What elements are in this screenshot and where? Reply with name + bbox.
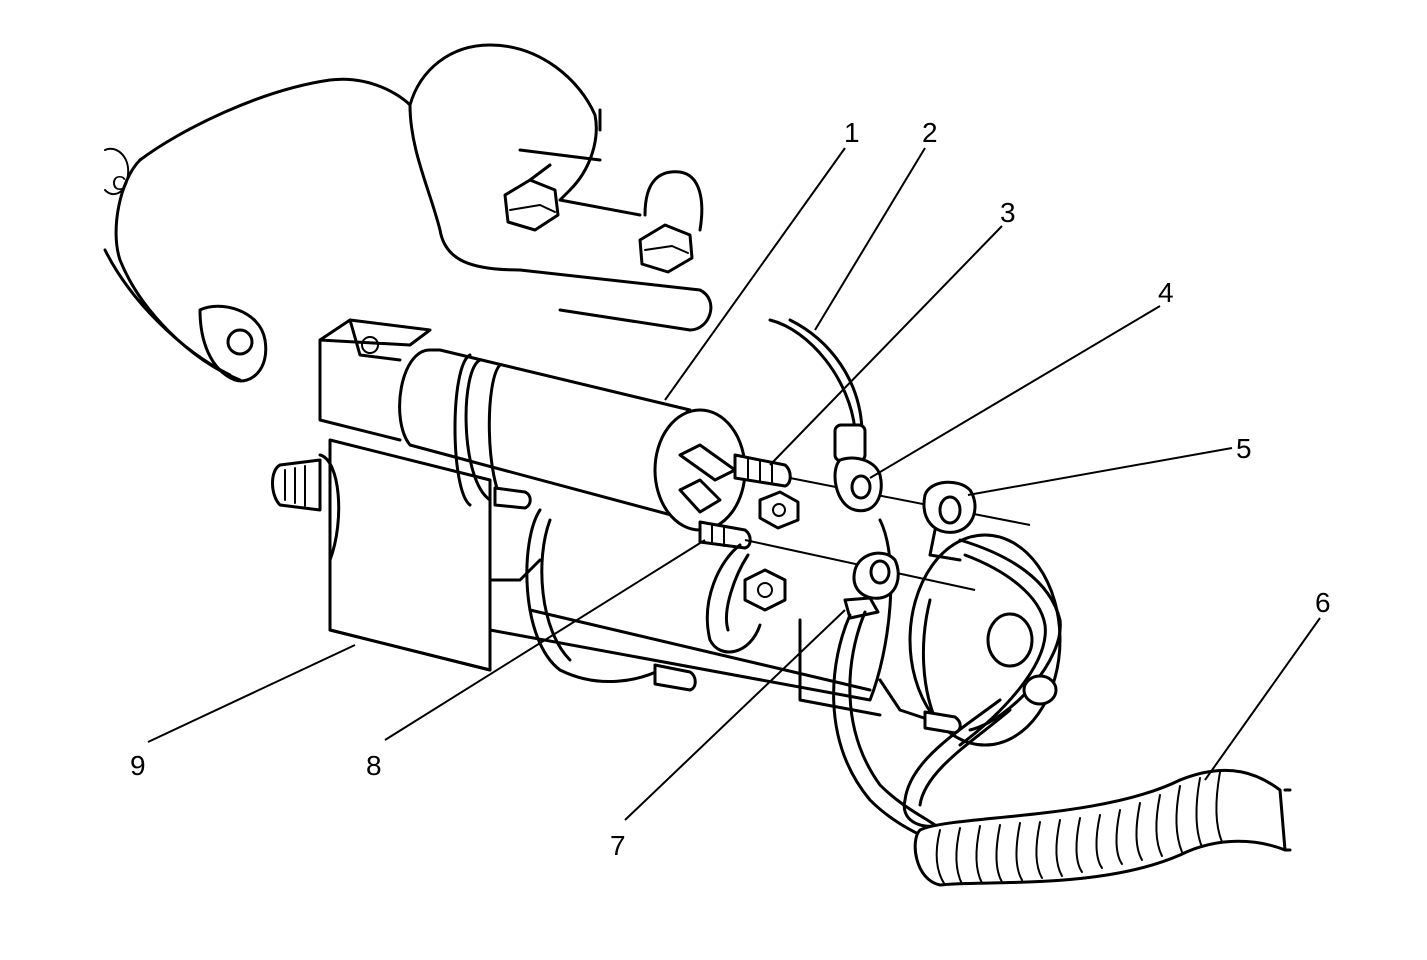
solenoid-strap	[705, 543, 787, 654]
callout-4: 4	[1158, 277, 1174, 308]
leader-8	[384, 539, 706, 741]
callout-6: 6	[1315, 587, 1331, 618]
cable-terminal-ring	[833, 456, 883, 513]
starter-solenoid	[398, 348, 747, 532]
exhaust-manifold: C	[103, 43, 713, 383]
manifold-bolt-left	[503, 163, 560, 232]
starter-motor-body	[488, 498, 1062, 747]
leader-1	[664, 147, 846, 401]
harness-ring-terminal-small	[832, 551, 937, 842]
solenoid-nut	[758, 490, 800, 530]
callout-9: 9	[130, 750, 146, 781]
leader-9	[147, 644, 356, 743]
callout-3: 3	[1000, 197, 1016, 228]
leader-2	[814, 147, 926, 331]
leader-5	[967, 447, 1233, 496]
wiring-harness-loom	[913, 768, 1292, 887]
leader-6	[1204, 617, 1321, 781]
callout-labels: 1 2 3 4 5 6 7 8 9	[130, 117, 1331, 861]
callout-1: 1	[844, 117, 860, 148]
harness-wire	[902, 674, 1058, 828]
callout-5: 5	[1236, 433, 1252, 464]
leader-3	[769, 225, 1003, 466]
callout-7: 7	[610, 830, 626, 861]
leader-4	[869, 305, 1161, 479]
battery-positive-cable	[768, 318, 867, 463]
leader-7	[624, 609, 846, 821]
starter-mounting-stud	[271, 453, 341, 562]
starter-mounting-bracket	[318, 318, 492, 672]
manifold-bolt-right	[638, 170, 704, 274]
harness-ring-terminal-large	[922, 480, 1062, 747]
callout-leaders	[147, 147, 1321, 821]
svg-text:C: C	[112, 173, 126, 195]
callout-8: 8	[366, 750, 382, 781]
solenoid-s-terminal-stud	[698, 520, 752, 550]
callout-2: 2	[922, 117, 938, 148]
